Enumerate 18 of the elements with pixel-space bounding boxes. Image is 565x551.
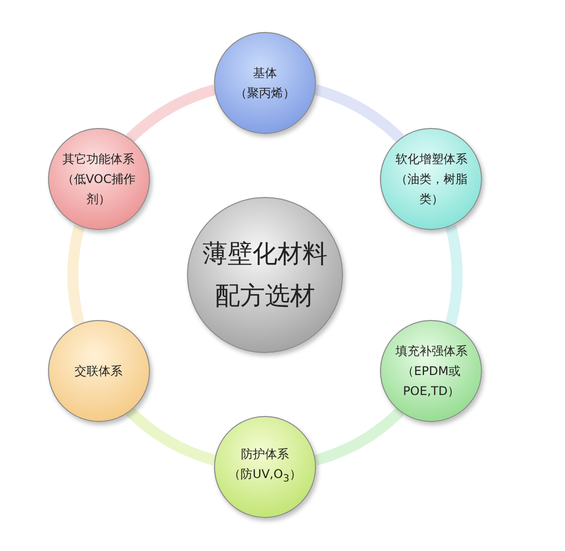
- node-label: 软化增塑体系: [395, 151, 468, 168]
- node-label: （防UV,O$_{3}$）: [228, 466, 302, 487]
- ring-arc: [314, 407, 404, 466]
- node-label: 其它功能体系: [62, 151, 135, 168]
- ring-arc: [126, 407, 216, 466]
- node-label: （低VOC捕作剂）: [60, 171, 137, 208]
- ring-arc: [445, 224, 462, 326]
- node-label: （EPDM或POE,TD）: [401, 363, 462, 400]
- node-label: （聚丙烯）: [235, 85, 295, 102]
- node-label: 防护体系: [241, 446, 289, 464]
- ring-arc: [68, 224, 85, 326]
- node-label: 填充补强体系: [395, 343, 468, 360]
- node-label: （油类，树脂类）: [394, 171, 468, 208]
- node-label: 交联体系: [74, 363, 123, 380]
- center-title: 薄壁化材料配方选材: [202, 238, 328, 312]
- ring-arc: [314, 84, 404, 143]
- ring-arc: [126, 84, 216, 143]
- node-label: 基体: [253, 65, 277, 82]
